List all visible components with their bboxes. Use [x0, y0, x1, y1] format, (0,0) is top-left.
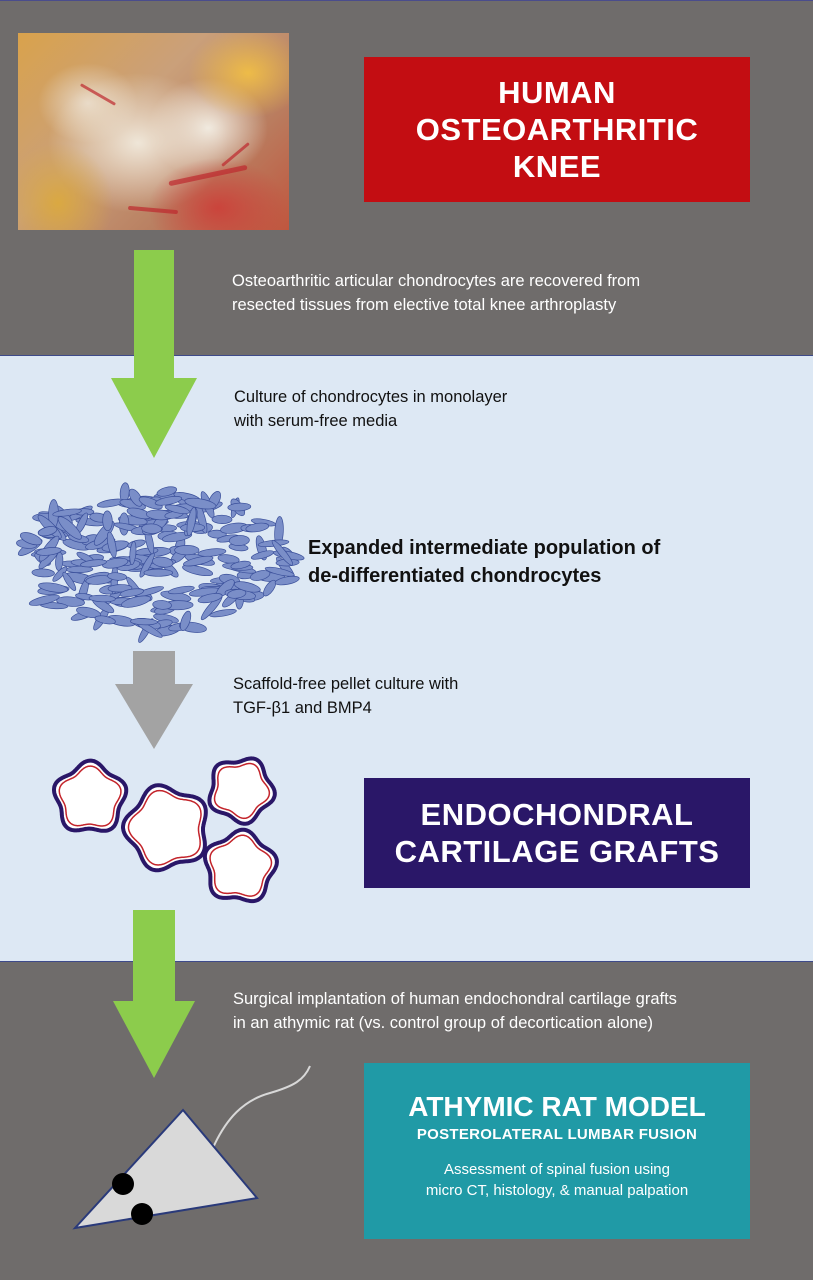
section-divider-top [0, 355, 813, 356]
knee-photo [18, 33, 289, 230]
pellet-outline [207, 756, 277, 826]
chondrocyte-cell [228, 535, 250, 546]
rat-nose [131, 1203, 153, 1225]
chondrocyte-cell [19, 532, 43, 546]
chondrocyte-cell [107, 572, 128, 581]
step-implantation-text: Surgical implantation of human endochond… [233, 990, 677, 1032]
step-pellet-text: Scaffold-free pellet culture with TGF-β1… [233, 675, 459, 717]
chondrocyte-cell [37, 526, 58, 537]
chondrocyte-cell [143, 568, 174, 577]
chondrocyte-cell [183, 555, 214, 567]
chondrocyte-cell [141, 523, 162, 534]
pellet-inner-ring [58, 765, 122, 827]
grafts-title-box: ENDOCHONDRAL CARTILAGE GRAFTS [364, 778, 750, 888]
chondrocyte-cell [88, 594, 116, 603]
chondrocyte-cell [197, 548, 227, 557]
step-monolayer-text: Culture of chondrocytes in monolayer wit… [234, 388, 508, 430]
step-recovery-text: Osteoarthritic articular chondrocytes ar… [232, 272, 641, 314]
chondrocyte-cell [264, 566, 295, 577]
pellet-inner-ring [209, 834, 273, 897]
arrow-down-green-2 [113, 910, 195, 1078]
chondrocyte-cell [227, 589, 247, 599]
chondrocyte-cell [186, 506, 197, 537]
chondrocyte-cell [274, 575, 300, 586]
chondrocyte-cell [31, 568, 55, 578]
chondrocyte-cell [62, 571, 77, 591]
knee-title-box: HUMAN OSTEOARTHRITIC KNEE [364, 57, 750, 202]
arrow-down-gray [115, 651, 193, 749]
chondrocyte-cell [245, 522, 270, 533]
grafts-title: ENDOCHONDRAL CARTILAGE GRAFTS [394, 797, 720, 869]
population-label: Expanded intermediate population of de-d… [308, 537, 661, 587]
chondrocyte-cell [227, 502, 252, 512]
chondrocyte-cell [184, 497, 217, 510]
chondrocyte-cell [128, 488, 143, 507]
arrow-down-green-1 [111, 250, 197, 458]
chondrocyte-cell [174, 545, 200, 556]
chondrocyte-cell [52, 508, 82, 517]
chondrocyte-cell [36, 547, 62, 556]
chondrocyte-cell [119, 588, 144, 597]
rat-model-description: Assessment of spinal fusion using micro … [425, 1161, 689, 1199]
chondrocyte-cell [180, 610, 192, 631]
rat-body [72, 1108, 259, 1230]
chondrocyte-cell [152, 556, 174, 568]
chondrocyte-cell [38, 582, 69, 593]
chondrocyte-cell [106, 531, 117, 558]
chondrocyte-cell [102, 510, 113, 532]
chondrocyte-cell [138, 496, 163, 510]
chondrocyte-cell [161, 531, 193, 543]
chondrocyte-cell [168, 585, 195, 595]
pellet-inner-ring [127, 789, 202, 866]
section-divider-bottom [0, 961, 813, 962]
chondrocyte-cell [28, 594, 60, 606]
chondrocyte-cell [156, 486, 178, 497]
chondrocyte-cell [182, 564, 214, 577]
rat-model-subtitle: POSTEROLATERAL LUMBAR FUSION [416, 1126, 698, 1143]
rat-tail [211, 1065, 311, 1151]
chondrocyte-cell [230, 560, 251, 570]
rat-model-box: ATHYMIC RAT MODEL POSTEROLATERAL LUMBAR … [364, 1063, 750, 1239]
chondrocyte-cell [80, 559, 107, 568]
chondrocyte-cell [271, 539, 294, 566]
pellet-inner-ring [213, 762, 271, 820]
chondrocyte-cell [121, 595, 151, 608]
chondrocyte-cell [52, 566, 68, 582]
chondrocyte-cell [211, 514, 233, 524]
chondrocyte-cell [164, 504, 190, 515]
rat-model-title: ATHYMIC RAT MODEL [408, 1091, 706, 1122]
chondrocyte-cell [263, 579, 277, 597]
chondrocyte-cell [233, 581, 261, 593]
chondrocyte-cell [139, 552, 155, 578]
chondrocyte-cell [129, 540, 137, 566]
chondrocyte-cell [94, 615, 116, 625]
chondrocyte-cell [152, 600, 172, 610]
chondrocyte-cell [102, 557, 129, 569]
pellet-outline [202, 827, 279, 904]
chondrocyte-cells [16, 482, 305, 643]
chondrocyte-cell [129, 618, 158, 626]
rat-eye [112, 1173, 134, 1195]
chondrocyte-cell [76, 606, 101, 619]
chondrocyte-cell [197, 593, 223, 604]
knee-title: HUMAN OSTEOARTHRITIC KNEE [415, 75, 699, 184]
chondrocyte-cell [57, 516, 82, 540]
chondrocyte-cell [154, 495, 183, 506]
cartilage-pellets [52, 756, 279, 904]
chondrocyte-cell [209, 608, 237, 618]
